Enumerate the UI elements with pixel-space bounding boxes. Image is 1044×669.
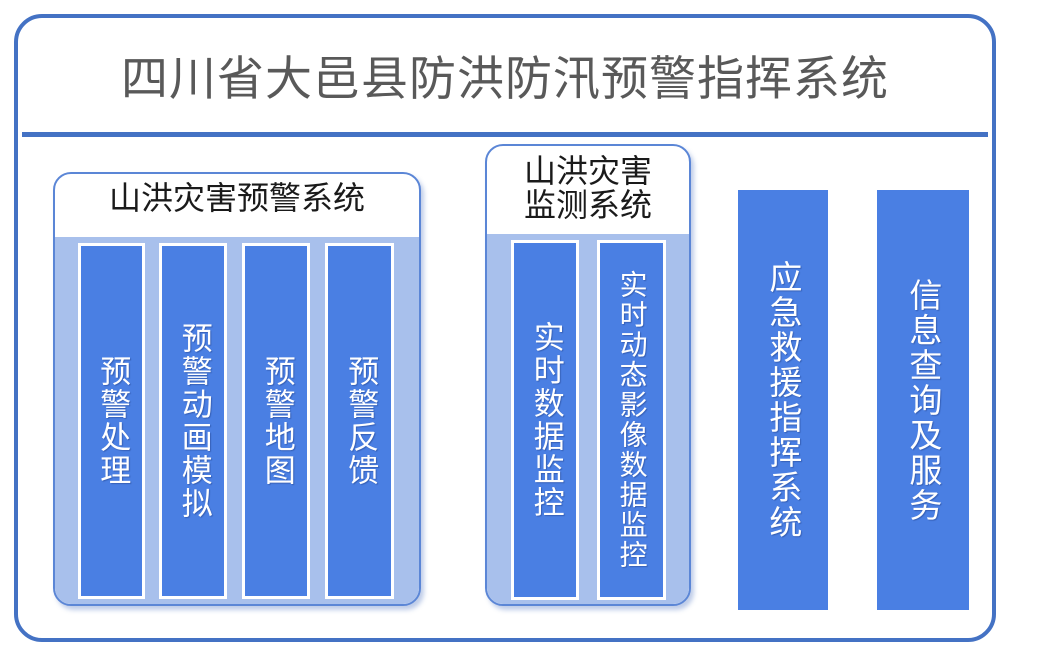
module-warning-map[interactable]: 预警地图 bbox=[242, 243, 310, 599]
header-divider bbox=[22, 132, 988, 137]
module-information-query-and-service[interactable]: 信息查询及服务 bbox=[877, 190, 969, 610]
module-label: 预警动画模拟 bbox=[175, 322, 212, 520]
module-label: 应急救援指挥系统 bbox=[763, 260, 803, 540]
module-label: 预警地图 bbox=[258, 355, 295, 487]
module-label: 实时动态影像数据监控 bbox=[615, 270, 649, 570]
module-label: 信息查询及服务 bbox=[903, 277, 943, 523]
module-warning-feedback[interactable]: 预警反馈 bbox=[325, 243, 394, 599]
module-warning-handling[interactable]: 预警处理 bbox=[78, 243, 145, 599]
module-realtime-dynamic-image-data-monitoring[interactable]: 实时动态影像数据监控 bbox=[597, 240, 666, 600]
module-realtime-data-monitoring[interactable]: 实时数据监控 bbox=[511, 240, 579, 600]
panel-monitoring-system-title: 山洪灾害 监测系统 bbox=[523, 152, 652, 224]
module-warning-animation-simulation[interactable]: 预警动画模拟 bbox=[159, 243, 227, 599]
module-label: 预警处理 bbox=[94, 355, 131, 487]
outer-frame bbox=[14, 14, 996, 642]
page-title: 四川省大邑县防洪防汛预警指挥系统 bbox=[121, 51, 889, 107]
module-label: 预警反馈 bbox=[342, 355, 379, 487]
panel-warning-system-title: 山洪灾害预警系统 bbox=[108, 179, 365, 217]
module-emergency-rescue-command-system[interactable]: 应急救援指挥系统 bbox=[738, 190, 828, 610]
module-label: 实时数据监控 bbox=[527, 321, 564, 519]
